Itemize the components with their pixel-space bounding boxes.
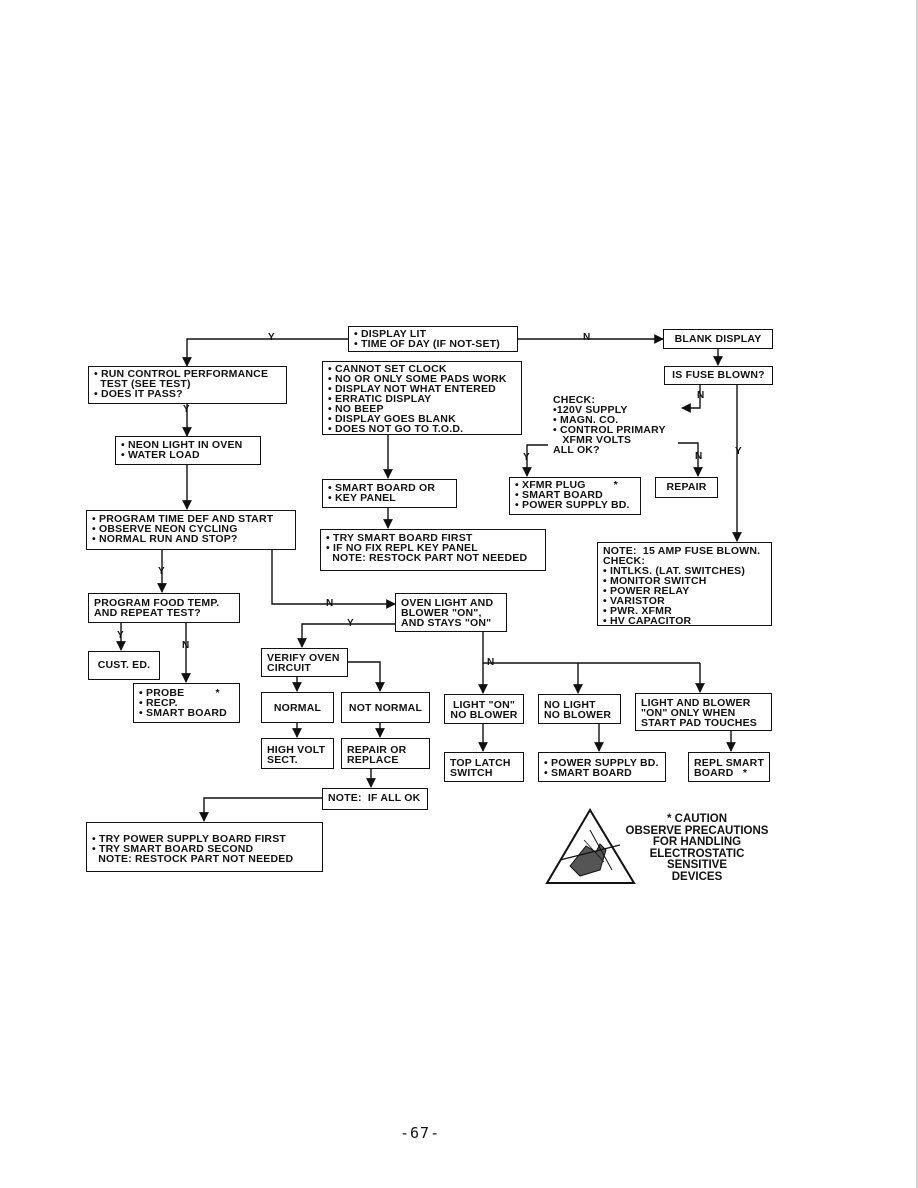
neon-light-box: • NEON LIGHT IN OVEN • WATER LOAD	[115, 436, 261, 465]
connector-display-to-run-control	[182, 338, 348, 367]
edge-label-y: Y	[268, 332, 275, 343]
blank-display-box: BLANK DISPLAY	[663, 329, 773, 349]
probe-box: • PROBE * • RECP. • SMART BOARD	[133, 683, 240, 723]
page-edge-shadow	[916, 0, 918, 1188]
not-normal-box: NOT NORMAL	[341, 692, 430, 723]
edge-label-y: Y	[158, 566, 165, 577]
repl-smart-box: REPL SMART BOARD *	[688, 752, 770, 782]
edge-label-n: N	[695, 451, 703, 462]
xfmr-plug-box: • XFMR PLUG * • SMART BOARD • POWER SUPP…	[509, 477, 641, 515]
cannot-set-clock-box: • CANNOT SET CLOCK • NO OR ONLY SOME PAD…	[322, 361, 522, 435]
connector-verify-to-not-normal	[348, 661, 385, 692]
edge-label-y: Y	[735, 446, 742, 457]
run-control-box: • RUN CONTROL PERFORMANCE TEST (SEE TEST…	[88, 366, 287, 404]
esd-hand-icon	[559, 829, 621, 877]
program-time-box: • PROGRAM TIME DEF AND START • OBSERVE N…	[86, 510, 296, 550]
connector-check-to-repair	[678, 442, 703, 477]
oven-light-box: OVEN LIGHT AND BLOWER "ON", AND STAYS "O…	[395, 593, 507, 632]
check-supply-box: CHECK: •120V SUPPLY • MAGN. CO. • CONTRO…	[548, 391, 678, 457]
fuse-note-box: NOTE: 15 AMP FUSE BLOWN. CHECK: • INTLKS…	[597, 542, 772, 626]
connector-oven-n-branch	[482, 631, 700, 664]
edge-label-n: N	[697, 390, 705, 401]
page-number: -67-	[400, 1124, 441, 1142]
top-latch-box: TOP LATCH SWITCH	[444, 752, 524, 782]
connector-note-to-try	[199, 797, 322, 822]
edge-label-n: N	[182, 640, 190, 651]
light-on-no-blower-box: LIGHT "ON" NO BLOWER	[444, 694, 524, 724]
repair-or-replace-box: REPAIR OR REPLACE	[341, 738, 430, 769]
power-supply-bd-box: • POWER SUPPLY BD. • SMART BOARD	[538, 752, 666, 782]
edge-label-y: Y	[347, 618, 354, 629]
verify-oven-box: VERIFY OVEN CIRCUIT	[261, 648, 348, 677]
edge-label-y: Y	[523, 452, 530, 463]
edge-label-n: N	[583, 332, 591, 343]
edge-label-n: N	[326, 598, 334, 609]
is-fuse-blown-box: IS FUSE BLOWN?	[664, 366, 773, 385]
try-smart-board-box: • TRY SMART BOARD FIRST • IF NO FIX REPL…	[320, 529, 546, 571]
no-light-no-blower-box: NO LIGHT NO BLOWER	[538, 694, 621, 724]
normal-box: NORMAL	[261, 692, 334, 723]
connector-fuse-to-check	[681, 384, 701, 413]
cust-ed-box: CUST. ED.	[88, 651, 160, 680]
connector-oven-to-verify	[297, 623, 395, 648]
connector-check-to-xfmr	[522, 444, 548, 477]
connector-program-to-oven	[271, 549, 396, 609]
edge-label-y: Y	[117, 630, 124, 641]
edge-label-y: Y	[183, 404, 190, 415]
high-volt-box: HIGH VOLT SECT.	[261, 738, 334, 769]
note-all-ok-box: NOTE: IF ALL OK	[322, 788, 428, 810]
light-and-blower-box: LIGHT AND BLOWER "ON" ONLY WHEN START PA…	[635, 693, 772, 731]
program-food-box: PROGRAM FOOD TEMP. AND REPEAT TEST?	[88, 593, 240, 623]
caution-notice: * CAUTION OBSERVE PRECAUTIONS FOR HANDLI…	[625, 813, 769, 883]
try-power-supply-box: • TRY POWER SUPPLY BOARD FIRST • TRY SMA…	[86, 822, 323, 872]
edge-label-n: N	[487, 657, 495, 668]
smart-board-or-box: • SMART BOARD OR • KEY PANEL	[322, 479, 457, 508]
display-lit-box: • DISPLAY LIT • TIME OF DAY (IF NOT-SET)	[348, 326, 518, 352]
repair-box: REPAIR	[655, 477, 718, 498]
